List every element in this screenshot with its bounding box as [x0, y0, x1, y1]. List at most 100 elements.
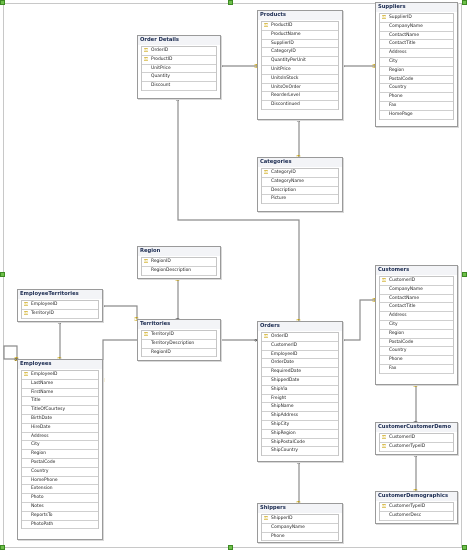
column-row[interactable]: ShippedDate: [262, 377, 338, 386]
table-title[interactable]: Suppliers: [376, 3, 457, 12]
relationship-employees-to-employees[interactable]: [3, 345, 18, 360]
table-title[interactable]: CustomerDemographics: [376, 492, 457, 501]
column-row[interactable]: Photo: [22, 494, 98, 503]
table-title[interactable]: Orders: [258, 322, 342, 331]
relationship-employee_territories-to-territories[interactable]: [103, 305, 138, 319]
column-row[interactable]: BirthDate: [22, 415, 98, 424]
column-row[interactable]: City: [380, 321, 453, 330]
table-title[interactable]: EmployeeTerritories: [18, 290, 102, 299]
table-customer-customer-demo[interactable]: CustomerCustomerDemo ⚿CustomerID⚿Custome…: [375, 422, 458, 455]
table-title[interactable]: Products: [258, 11, 342, 20]
column-row[interactable]: TitleOfCourtesy: [22, 406, 98, 415]
column-row[interactable]: ShipCity: [262, 421, 338, 430]
table-title[interactable]: Customers: [376, 266, 457, 275]
column-row[interactable]: Country: [380, 84, 453, 94]
column-row[interactable]: HomePhone: [22, 477, 98, 486]
resize-handle[interactable]: [228, 0, 233, 5]
column-row[interactable]: RegionID: [142, 349, 216, 358]
column-row[interactable]: ReorderLevel: [262, 92, 338, 102]
column-row[interactable]: ContactTitle: [380, 303, 453, 313]
column-row[interactable]: QuantityPerUnit: [262, 57, 338, 66]
column-row[interactable]: ⚿ProductID: [262, 22, 338, 31]
column-row[interactable]: ContactTitle: [380, 40, 453, 50]
column-row[interactable]: City: [22, 441, 98, 451]
column-row[interactable]: CustomerID: [262, 342, 338, 351]
column-row[interactable]: ⚿CustomerID: [380, 277, 453, 286]
column-row[interactable]: FirstName: [22, 389, 98, 398]
column-row[interactable]: Quantity: [142, 73, 216, 83]
column-row[interactable]: PostalCode: [380, 76, 453, 85]
column-row[interactable]: Picture: [262, 195, 338, 205]
table-title[interactable]: Order Details: [138, 36, 220, 45]
column-row[interactable]: Address: [22, 433, 98, 442]
column-row[interactable]: Phone: [380, 93, 453, 102]
resize-handle[interactable]: [228, 545, 233, 550]
column-row[interactable]: Country: [22, 468, 98, 477]
column-row[interactable]: RegionDescription: [142, 267, 216, 276]
column-row[interactable]: Fax: [380, 102, 453, 111]
column-row[interactable]: ⚿ProductID: [142, 56, 216, 65]
column-row[interactable]: Fax: [380, 365, 453, 374]
column-row[interactable]: ⚿TerritoryID: [142, 331, 216, 340]
resize-handle[interactable]: [0, 0, 5, 5]
column-row[interactable]: ProductName: [262, 31, 338, 40]
resize-handle[interactable]: [0, 272, 5, 277]
column-row[interactable]: ShipPostalCode: [262, 439, 338, 448]
column-row[interactable]: ShipCountry: [262, 447, 338, 457]
column-row[interactable]: PostalCode: [22, 459, 98, 468]
column-row[interactable]: ⚿TerritoryID: [22, 310, 98, 319]
relationship-order_details-to-orders[interactable]: [177, 99, 300, 321]
column-row[interactable]: City: [380, 58, 453, 67]
column-row[interactable]: HomePage: [380, 111, 453, 120]
column-row[interactable]: ⚿OrderID: [142, 47, 216, 56]
column-row[interactable]: Description: [262, 187, 338, 196]
column-row[interactable]: ⚿OrderID: [262, 333, 338, 342]
column-row[interactable]: CompanyName: [380, 23, 453, 32]
column-row[interactable]: ShipRegion: [262, 430, 338, 439]
column-row[interactable]: ContactName: [380, 295, 453, 304]
table-title[interactable]: Region: [138, 247, 220, 256]
column-row[interactable]: Phone: [262, 533, 338, 542]
table-title[interactable]: Shippers: [258, 504, 342, 513]
column-row[interactable]: ReportsTo: [22, 512, 98, 521]
column-row[interactable]: ShipName: [262, 403, 338, 413]
column-row[interactable]: ⚿SupplierID: [380, 14, 453, 23]
column-row[interactable]: TerritoryDescription: [142, 340, 216, 349]
column-row[interactable]: UnitPrice: [142, 65, 216, 74]
resize-handle[interactable]: [0, 545, 5, 550]
column-row[interactable]: ⚿CustomerID: [380, 434, 453, 443]
resize-handle[interactable]: [462, 0, 467, 5]
column-row[interactable]: Title: [22, 397, 98, 407]
column-row[interactable]: Address: [380, 49, 453, 58]
column-row[interactable]: UnitsOnOrder: [262, 84, 338, 93]
column-row[interactable]: PostalCode: [380, 339, 453, 348]
relationship-orders-to-customers[interactable]: [343, 299, 375, 341]
column-row[interactable]: UnitPrice: [262, 66, 338, 75]
column-row[interactable]: ⚿CategoryID: [262, 169, 338, 178]
column-row[interactable]: EmployeeID: [262, 351, 338, 360]
column-row[interactable]: PhotoPath: [22, 521, 98, 530]
column-row[interactable]: Extension: [22, 485, 98, 495]
column-row[interactable]: ⚿EmployeeID: [22, 301, 98, 310]
column-row[interactable]: ⚿EmployeeID: [22, 371, 98, 380]
column-row[interactable]: Notes: [22, 503, 98, 512]
column-row[interactable]: CompanyName: [380, 286, 453, 295]
column-row[interactable]: UnitsInStock: [262, 75, 338, 84]
column-row[interactable]: OrderDate: [262, 359, 338, 369]
column-row[interactable]: ⚿CustomerTypeID: [380, 443, 453, 452]
column-row[interactable]: Freight: [262, 395, 338, 404]
column-row[interactable]: LastName: [22, 380, 98, 389]
column-row[interactable]: ContactName: [380, 32, 453, 41]
table-title[interactable]: Categories: [258, 158, 342, 167]
